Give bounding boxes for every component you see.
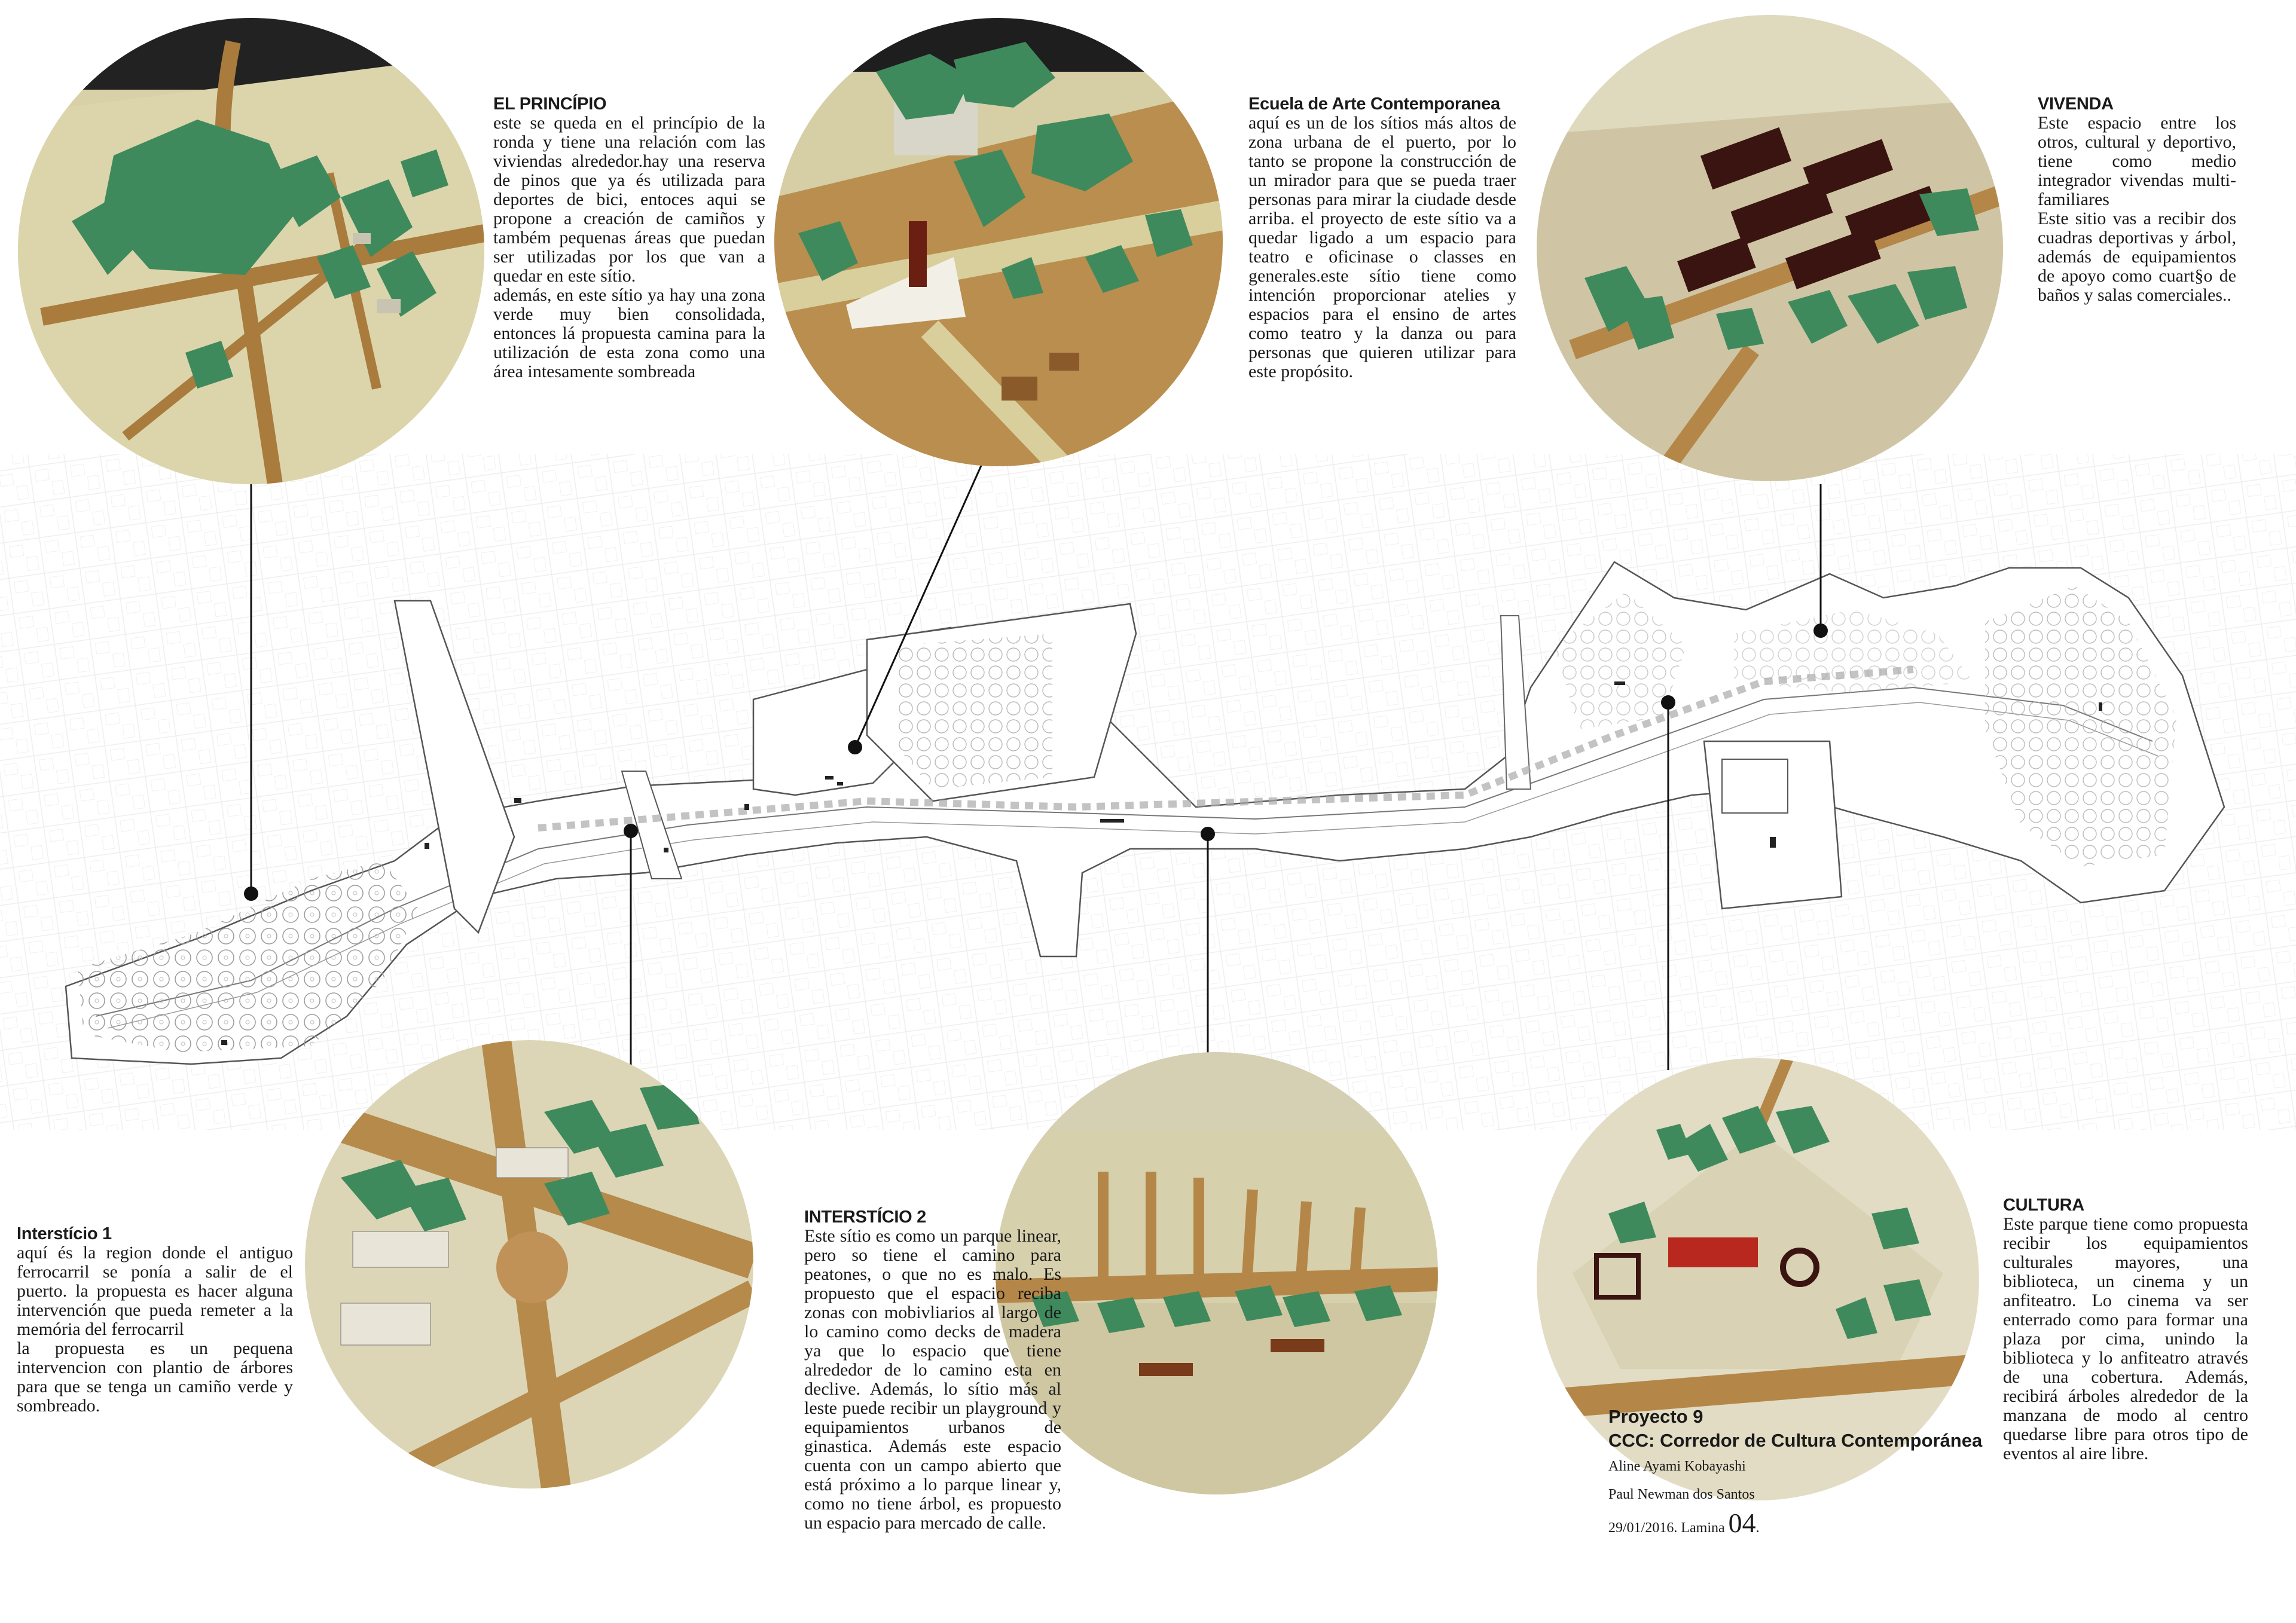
- author-2: Paul Newman dos Santos: [1608, 1487, 1755, 1502]
- model-photo-intersticio2: [996, 1052, 1438, 1494]
- section-title: VIVENDA: [2038, 94, 2114, 114]
- section-body: Este espacio entre los otros, cultural y…: [2038, 113, 2236, 209]
- section-title: INTERSTÍCIO 2: [804, 1208, 926, 1227]
- section-title: Interstício 1: [17, 1224, 112, 1243]
- section-principio: EL PRINCÍPIO este se queda en el princíp…: [493, 94, 765, 381]
- section-body: aquí es un de los sítios más altos de zo…: [1248, 113, 1516, 381]
- sheet-number: 04: [1728, 1508, 1756, 1538]
- model-photo-escuela: [774, 18, 1223, 466]
- section-body: este se queda en el princípio de la rond…: [493, 113, 765, 286]
- date-sheet: 29/01/2016. Lamina 04.: [1608, 1509, 1982, 1542]
- section-body: Este sitio vas a recibir dos cuadras dep…: [2038, 209, 2236, 305]
- section-intersticio1: Interstício 1 aquí és la region donde el…: [17, 1224, 293, 1416]
- section-title: EL PRINCÍPIO: [493, 94, 607, 114]
- section-body: Este sítio es como un parque linear, per…: [804, 1226, 1061, 1533]
- section-vivenda: VIVENDA Este espacio entre los otros, cu…: [2038, 94, 2236, 305]
- section-cultura: CULTURA Este parque tiene como propuesta…: [2003, 1196, 2248, 1463]
- model-photo-cultura: [1537, 1058, 1979, 1500]
- model-photo-intersticio1: [305, 1040, 753, 1488]
- credits-block: Proyecto 9 CCC: Corredor de Cultura Cont…: [1608, 1405, 1982, 1542]
- author-1: Aline Ayami Kobayashi: [1608, 1459, 1746, 1474]
- section-body: la propuesta es un pequena intervencion …: [17, 1338, 293, 1416]
- model-photo-principio: [18, 18, 484, 484]
- sheet-suffix: .: [1755, 1520, 1760, 1536]
- section-body: Este parque tiene como propuesta recibir…: [2003, 1214, 2248, 1463]
- project-number: Proyecto 9: [1608, 1406, 1703, 1427]
- section-intersticio2: INTERSTÍCIO 2 Este sítio es como un parq…: [804, 1208, 1061, 1533]
- section-title: CULTURA: [2003, 1196, 2084, 1215]
- section-escuela: Ecuela de Arte Contemporanea aquí es un …: [1248, 94, 1516, 381]
- date-label: 29/01/2016. Lamina: [1608, 1520, 1729, 1536]
- model-photo-vivenda: [1537, 15, 2003, 481]
- section-body: aquí és la region donde el antiguo ferro…: [17, 1243, 293, 1339]
- section-title: Ecuela de Arte Contemporanea: [1248, 94, 1500, 114]
- project-subtitle: CCC: Corredor de Cultura Contemporánea: [1608, 1430, 1983, 1451]
- section-body: además, en este sítio ya hay una zona ve…: [493, 285, 765, 381]
